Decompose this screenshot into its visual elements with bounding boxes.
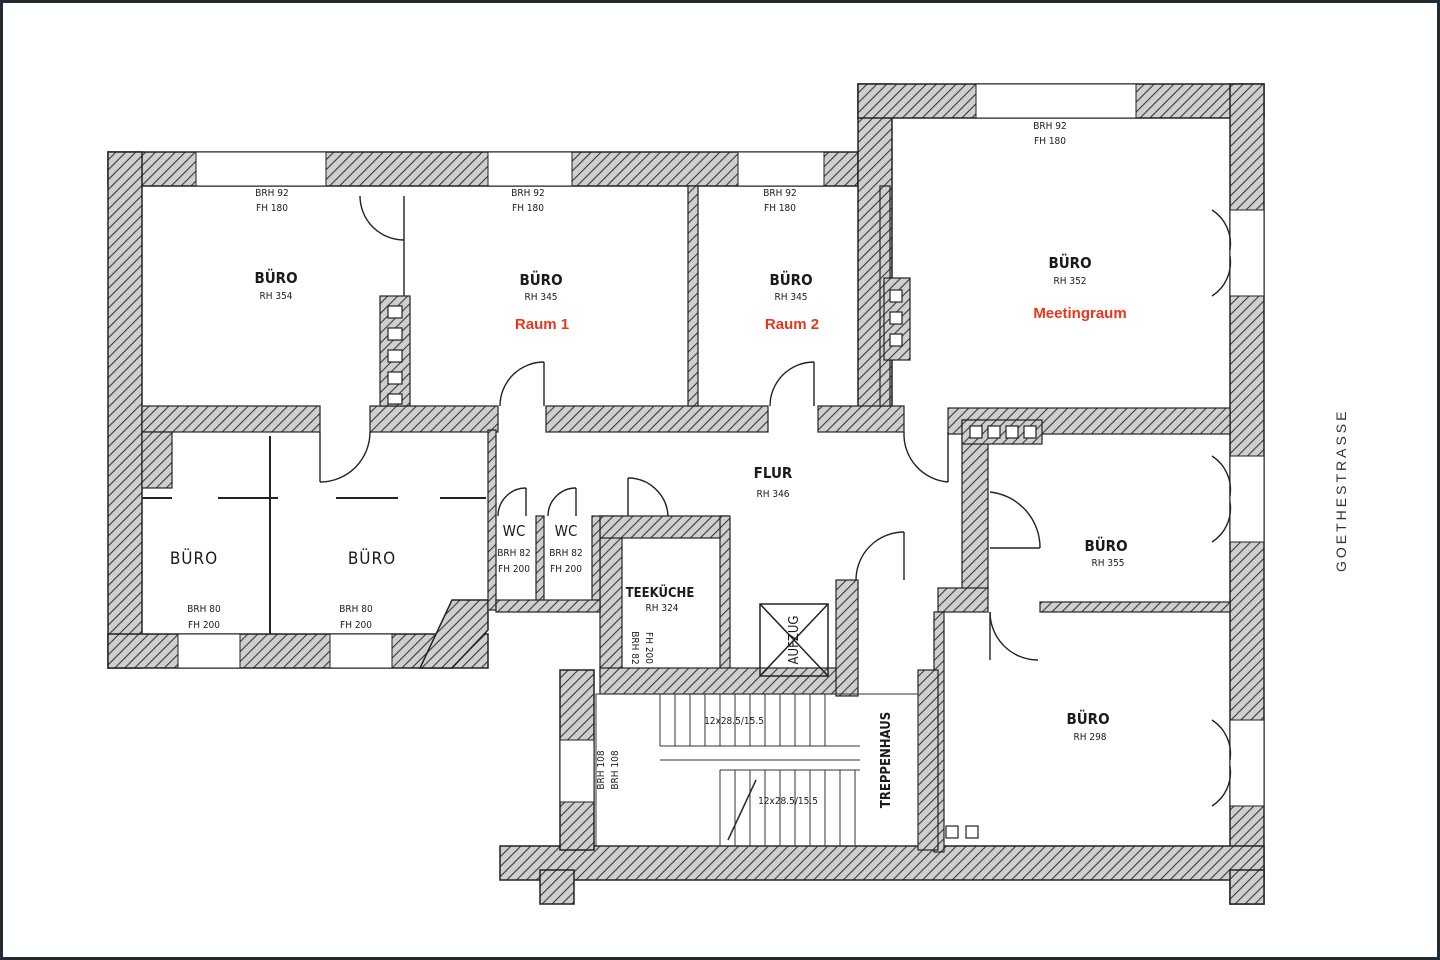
room-fh: FH 180 <box>512 203 544 214</box>
chimney-blocks <box>387 289 1037 839</box>
door-swings <box>319 195 1232 807</box>
street-name: GOETHESTRASSE <box>1333 409 1349 572</box>
room-brh: BRH 82 <box>629 631 640 665</box>
room-name: BÜRO <box>1066 709 1109 728</box>
room-name: WC <box>555 522 578 540</box>
room-label-meetingraum: Meetingraum <box>1033 305 1126 322</box>
room-name: BÜRO <box>1048 253 1091 272</box>
room-buero-lower-left-2: BÜRO BRH 80 FH 200 <box>339 547 396 631</box>
windows <box>177 83 1265 807</box>
room-buero-rh298: BÜRO RH 298 <box>1066 709 1109 743</box>
room-treppenhaus: TREPPENHAUS BRH 108 BRH 108 12x28.5/15.5… <box>596 712 894 808</box>
room-fh: FH 200 <box>188 620 220 631</box>
stair-brh-2: BRH 108 <box>610 750 621 789</box>
room-name: BÜRO <box>1084 536 1127 555</box>
room-name: TREPPENHAUS <box>879 712 894 808</box>
room-fh: FH 200 <box>340 620 372 631</box>
room-rh: RH 298 <box>1073 732 1106 743</box>
room-name: TEEKÜCHE <box>626 585 695 601</box>
room-raum-2: BRH 92 FH 180 BÜRO RH 345 Raum 2 <box>763 188 819 333</box>
room-name: WC <box>503 522 526 540</box>
interior-walls <box>141 185 1231 853</box>
room-name: BÜRO <box>769 270 812 289</box>
room-buero-rh355: BÜRO RH 355 <box>1084 536 1127 569</box>
room-name: BÜRO <box>348 547 396 569</box>
room-brh: BRH 82 <box>549 548 583 559</box>
room-brh: BRH 80 <box>339 604 373 615</box>
room-name: BÜRO <box>170 547 218 569</box>
room-name: BÜRO <box>254 268 297 287</box>
partitions <box>142 436 486 634</box>
room-teekueche: TEEKÜCHE RH 324 BRH 82 FH 200 <box>626 585 695 665</box>
room-label-raum-2: Raum 2 <box>765 316 819 333</box>
room-fh: FH 200 <box>550 564 582 575</box>
room-fh: FH 200 <box>643 632 654 664</box>
room-name: BÜRO <box>519 270 562 289</box>
room-fh: FH 200 <box>498 564 530 575</box>
room-rh: RH 324 <box>645 603 678 614</box>
room-rh: RH 355 <box>1091 558 1124 569</box>
room-brh: BRH 82 <box>497 548 531 559</box>
room-brh: BRH 92 <box>255 188 289 199</box>
room-rh: RH 352 <box>1053 276 1086 287</box>
room-brh: BRH 80 <box>187 604 221 615</box>
room-fh: FH 180 <box>256 203 288 214</box>
room-wc-1: WC BRH 82 FH 200 <box>497 522 531 575</box>
room-raum-1: BRH 92 FH 180 BÜRO RH 345 Raum 1 <box>511 188 569 333</box>
room-rh: RH 345 <box>774 292 807 303</box>
room-buero-lower-left-1: BÜRO BRH 80 FH 200 <box>170 547 221 631</box>
room-rh: RH 354 <box>259 291 292 302</box>
room-flur: FLUR RH 346 <box>754 464 793 500</box>
room-wc-2: WC BRH 82 FH 200 <box>549 522 583 575</box>
room-rh: RH 345 <box>524 292 557 303</box>
room-fh: FH 180 <box>1034 136 1066 147</box>
room-aufzug: AUFZUG <box>787 616 802 665</box>
stair-steps <box>595 693 919 847</box>
stair-steps-upper: 12x28.5/15.5 <box>704 716 764 727</box>
stair-brh: BRH 108 <box>596 750 607 789</box>
elevator-shaft <box>759 603 829 677</box>
stair-steps-lower: 12x28.5/15.5 <box>758 796 818 807</box>
room-name: AUFZUG <box>787 616 802 665</box>
room-meetingraum: BRH 92 FH 180 BÜRO RH 352 Meetingraum <box>1033 121 1126 322</box>
room-rh: RH 346 <box>756 489 789 500</box>
room-brh: BRH 92 <box>763 188 797 199</box>
room-name: FLUR <box>754 464 793 482</box>
room-label-raum-1: Raum 1 <box>515 316 569 333</box>
room-brh: BRH 92 <box>511 188 545 199</box>
room-brh: BRH 92 <box>1033 121 1067 132</box>
room-buero-rh354: BRH 92 FH 180 BÜRO RH 354 <box>254 188 297 302</box>
room-fh: FH 180 <box>764 203 796 214</box>
